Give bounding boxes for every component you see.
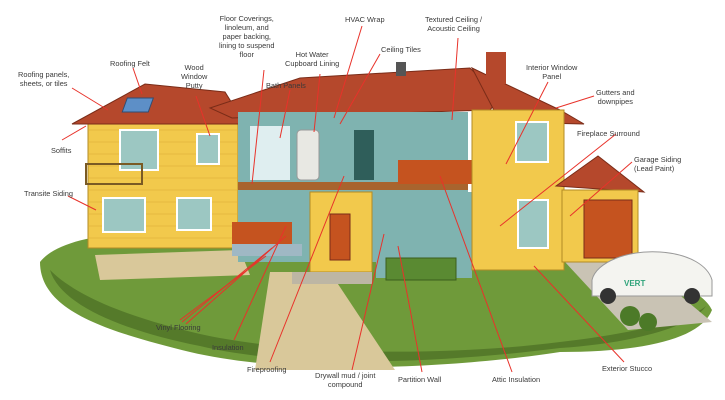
right-window-upper xyxy=(515,121,549,163)
leader-ceiling-tiles xyxy=(339,53,381,125)
leader-hvac-wrap xyxy=(333,25,363,119)
leader-floor-coverings xyxy=(251,69,265,185)
leader-transite-siding xyxy=(67,195,97,211)
label-vinyl-flooring: Vinyl Flooring xyxy=(156,323,201,332)
label-floor-coverings: Floor Coverings, linoleum, and paper bac… xyxy=(219,14,275,59)
garden-path xyxy=(255,272,395,370)
label-hvac-wrap: HVAC Wrap xyxy=(345,15,385,24)
lawn-shade xyxy=(50,270,706,362)
roof-skylight xyxy=(121,97,155,113)
chimney xyxy=(486,52,506,84)
leader-roofing-panels xyxy=(71,87,109,111)
leader-insulation xyxy=(233,225,287,341)
leader-roofing-felt xyxy=(132,67,143,95)
label-gutters: Gutters and downpipes xyxy=(596,88,635,106)
patio xyxy=(95,250,250,280)
siding-lines xyxy=(88,129,238,239)
garage-roof xyxy=(554,155,646,193)
garage-door xyxy=(583,199,633,259)
right-window-lower xyxy=(517,199,549,249)
left-roof xyxy=(71,83,246,125)
front-step xyxy=(292,272,372,284)
leader-lines xyxy=(61,25,633,373)
front-door xyxy=(329,213,351,261)
leader-exterior-stucco xyxy=(533,265,625,363)
interior-door xyxy=(354,130,374,180)
label-drywall-mud: Drywall mud / joint compound xyxy=(315,371,376,389)
label-hot-water-cupboard: Hot Water Cupboard Lining xyxy=(285,50,340,68)
leader-interior-window-panel xyxy=(505,81,549,165)
leader-attic-insulation xyxy=(439,175,513,373)
label-soffits: Soffits xyxy=(51,146,72,155)
leader-gutters xyxy=(555,95,595,109)
label-fireproofing: Fireproofing xyxy=(247,365,287,374)
label-bath-panels: Bath Panels xyxy=(266,81,306,90)
label-insulation: Insulation xyxy=(212,343,244,352)
leader-vinyl-flooring-b xyxy=(181,247,273,323)
label-ceiling-tiles: Ceiling Tiles xyxy=(381,45,421,54)
car-front-wheel xyxy=(600,288,616,304)
main-roof xyxy=(208,67,501,119)
shrub xyxy=(620,306,640,326)
label-attic-insulation: Attic Insulation xyxy=(492,375,541,384)
kitchen-floor xyxy=(232,244,302,256)
leader-wood-window-putty xyxy=(195,95,211,137)
label-exterior-stucco: Exterior Stucco xyxy=(602,364,653,373)
label-partition-wall: Partition Wall xyxy=(398,375,442,384)
label-textured-ceiling: Textured Ceiling / Acoustic Ceiling xyxy=(425,15,483,33)
leader-drywall-mud xyxy=(351,233,385,371)
electric-car xyxy=(591,251,713,297)
vent-pipe xyxy=(396,62,406,76)
upper-window-right xyxy=(196,133,220,165)
bathroom-tiles xyxy=(250,126,290,180)
lower-window-right xyxy=(176,197,212,231)
living-sofa xyxy=(385,257,457,281)
lower-window-left xyxy=(102,197,146,233)
kitchen-cabinets xyxy=(232,222,292,244)
upper-floor-slab xyxy=(238,182,468,190)
label-transite-siding: Transite Siding xyxy=(24,189,74,198)
leader-textured-ceiling xyxy=(451,37,459,121)
car-rear-wheel xyxy=(684,288,700,304)
label-wood-window-putty: Wood Window Putty xyxy=(181,63,208,90)
leader-garage-siding xyxy=(569,161,633,217)
label-interior-window-panel: Interior Window Panel xyxy=(526,63,578,81)
label-roofing-felt: Roofing Felt xyxy=(110,59,150,68)
leader-fireplace-surround xyxy=(499,133,617,227)
leader-vinyl-flooring-c xyxy=(185,235,287,325)
leader-fireproofing xyxy=(269,175,345,363)
leader-partition-wall xyxy=(397,245,423,373)
label-garage-siding: Garage Siding (Lead Paint) xyxy=(634,155,682,173)
bedroom-bed xyxy=(398,160,478,184)
shrub xyxy=(639,313,657,331)
car-brand-logo: VERT xyxy=(624,279,645,288)
leader-hot-water-cupboard xyxy=(313,73,321,133)
hot-water-cylinder xyxy=(296,129,320,181)
label-roofing-panels: Roofing panels, sheets, or tiles xyxy=(18,70,70,88)
label-fireplace-surround: Fireplace Surround xyxy=(577,129,640,138)
balcony xyxy=(85,163,143,185)
leader-bath-panels xyxy=(279,89,291,139)
leader-soffits xyxy=(61,125,87,141)
